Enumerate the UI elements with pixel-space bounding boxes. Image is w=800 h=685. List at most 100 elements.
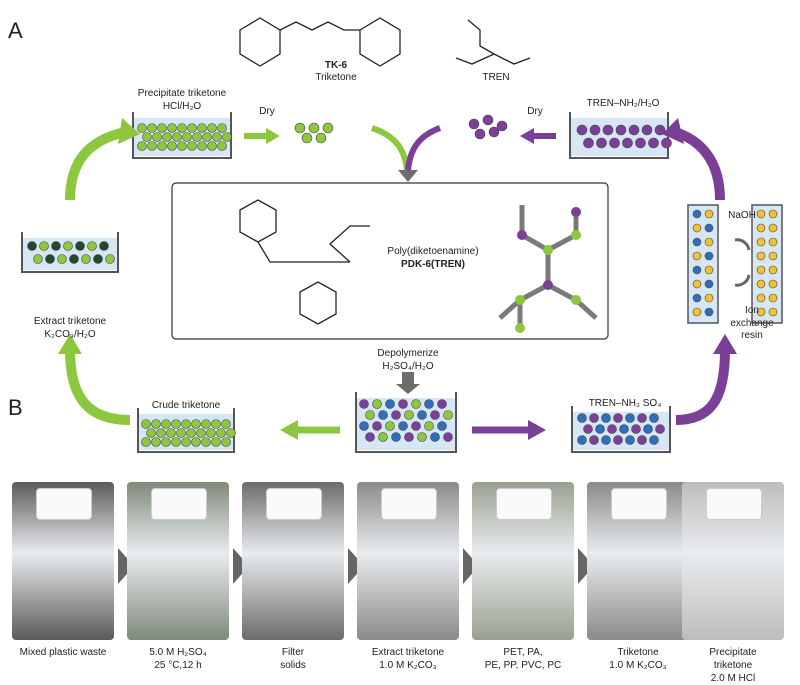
- resin-bead: [768, 307, 778, 317]
- mixed-particle: [424, 421, 434, 431]
- resin-bead: [704, 265, 714, 275]
- polymer-name: Poly(diketoenamine): [387, 246, 479, 257]
- arrow-resin-to-tren: [673, 127, 725, 201]
- triketone-particle: [197, 141, 207, 151]
- resin-bead: [756, 223, 766, 233]
- caption-line: Mixed plastic waste: [19, 647, 107, 658]
- triketone-particle: [176, 428, 186, 438]
- resin-bead: [768, 251, 778, 261]
- triketone-particle: [166, 428, 176, 438]
- mixed-particle: [365, 410, 375, 420]
- caption-line: 2.0 M HCl: [710, 673, 756, 684]
- triketone-particle: [157, 123, 167, 133]
- tren-structure: [455, 19, 531, 65]
- salt-ion: [595, 424, 605, 434]
- salt-ion: [619, 424, 629, 434]
- caption-line: Extract triketone: [371, 647, 445, 658]
- polymer-box: [171, 182, 609, 340]
- resin-bead: [768, 237, 778, 247]
- tren-particle: [474, 128, 486, 140]
- resin-bead: [756, 293, 766, 303]
- tren-particle: [641, 124, 653, 136]
- extract-ion: [51, 241, 61, 251]
- extract-ion: [93, 254, 103, 264]
- salt-ion: [613, 413, 623, 423]
- photo-vial-7: [682, 482, 784, 640]
- panel-label-a: A: [8, 18, 23, 43]
- mixed-particle: [443, 432, 453, 442]
- mixed-particle: [430, 432, 440, 442]
- triketone-particle: [187, 123, 197, 133]
- triketone-particle: [172, 132, 182, 142]
- tren-particle: [602, 124, 614, 136]
- resin-bead: [692, 237, 702, 247]
- caption-line: 1.0 M K₂CO₃: [609, 660, 667, 671]
- mixed-particle: [411, 399, 421, 409]
- triketone-particle: [192, 132, 202, 142]
- triketone-particle: [147, 123, 157, 133]
- triketone-particle: [161, 437, 171, 447]
- resin-bead: [756, 209, 766, 219]
- resin-bead: [692, 209, 702, 219]
- triketone-particle: [221, 437, 231, 447]
- salt-ion: [577, 435, 587, 445]
- extract-ion: [69, 254, 79, 264]
- photo-caption-4: Extract triketone 1.0 M K₂CO₃: [348, 646, 468, 672]
- salt-ion: [649, 435, 659, 445]
- mixed-particle: [372, 421, 382, 431]
- salt-ion: [607, 424, 617, 434]
- mixed-particle: [385, 399, 395, 409]
- resin-bead: [768, 279, 778, 289]
- mixed-particle: [443, 410, 453, 420]
- tren-salt-label: TREN–NH₃ SO₄: [588, 398, 662, 409]
- triketone-particle: [182, 132, 192, 142]
- tren-particle: [589, 124, 601, 136]
- photo-caption-1: Mixed plastic waste: [3, 646, 123, 659]
- resin-bead: [756, 237, 766, 247]
- tren-particle: [488, 126, 500, 138]
- triketone-particle: [197, 123, 207, 133]
- triketone-particle: [181, 419, 191, 429]
- ion-exchange-columns: [687, 204, 783, 324]
- dry-label-right: Dry: [527, 106, 543, 117]
- caption-line: triketone: [713, 660, 753, 671]
- tray-tren: [569, 112, 669, 159]
- salt-ion: [649, 413, 659, 423]
- salt-ion: [601, 413, 611, 423]
- tren-solution-label: TREN–NH₂/H₂O: [586, 98, 660, 109]
- extract-ion: [45, 254, 55, 264]
- caption-line: Filter: [281, 647, 305, 658]
- salt-ion: [625, 413, 635, 423]
- salt-ion: [589, 413, 599, 423]
- extract-ion: [33, 254, 43, 264]
- dry-label-left: Dry: [259, 106, 275, 117]
- triketone-particle: [151, 419, 161, 429]
- vial-cap: [611, 488, 667, 520]
- triketone-particle: [137, 123, 147, 133]
- salt-ion: [613, 435, 623, 445]
- mixed-particle: [411, 421, 421, 431]
- mixed-particle: [398, 421, 408, 431]
- vial-cap: [706, 488, 762, 520]
- resin-bead: [756, 251, 766, 261]
- tk6-subtitle: Triketone: [315, 72, 357, 83]
- tren-particle: [468, 118, 480, 130]
- triketone-particle: [181, 437, 191, 447]
- triketone-particle: [207, 123, 217, 133]
- triketone-particle: [222, 132, 232, 142]
- arrow-extract-to-precipitate: [65, 127, 127, 201]
- salt-ion: [643, 424, 653, 434]
- tk6-name: TK-6: [324, 60, 348, 71]
- triketone-particle: [201, 437, 211, 447]
- arrow-tren-merge: [405, 125, 442, 171]
- caption-line: 1.0 M K₂CO₃: [379, 660, 437, 671]
- resin-bead: [704, 279, 714, 289]
- photo-vial-4: [357, 482, 459, 640]
- triketone-particle: [141, 419, 151, 429]
- vial-cap: [151, 488, 207, 520]
- triketone-particle: [177, 141, 187, 151]
- vial-cap: [36, 488, 92, 520]
